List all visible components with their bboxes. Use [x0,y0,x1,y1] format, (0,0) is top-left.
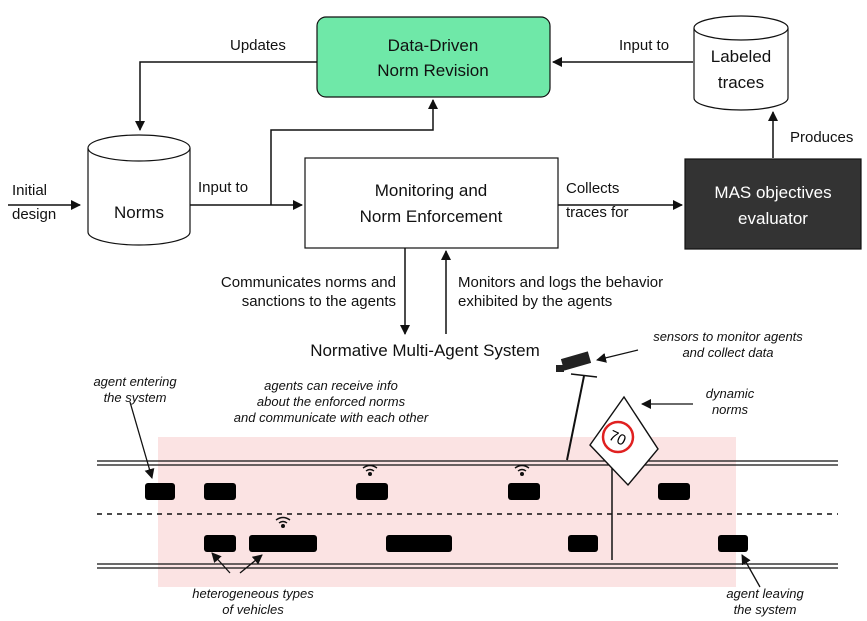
labeled-traces-line2: traces [718,73,764,92]
communicates-line2: sanctions to the agents [242,293,396,310]
vehicle [718,535,748,552]
input-to-left-label: Input to [198,179,248,196]
vehicle [145,483,175,500]
agents-info-line3: and communicate with each other [234,410,429,425]
vehicle [249,535,317,552]
agent-leaving-line1: agent leaving [726,586,804,601]
monitoring-box: Monitoring and Norm Enforcement [304,157,559,249]
monitors-line2: exhibited by the agents [458,293,612,310]
vehicle [356,483,388,500]
agents-info-line2: about the enforced norms [257,394,406,409]
collects-line1: Collects [566,180,619,197]
initial-design-line2: design [12,206,56,223]
camera-icon [556,351,592,372]
agent-entering-line1: agent entering [93,374,177,389]
evaluator-line2: evaluator [738,209,808,228]
vehicle [568,535,598,552]
communicates-line1: Communicates norms and [221,274,396,291]
collects-line2: traces for [566,204,629,221]
wifi-icon [362,464,378,477]
monitoring-line2: Norm Enforcement [360,207,503,226]
vehicle [658,483,690,500]
evaluator-box: MAS objectives evaluator [684,158,862,250]
input-to-revision-branch-arrow [270,99,438,205]
agent-entering-line2: the system [104,390,167,405]
initial-design-line1: Initial [12,182,47,199]
camera-pole [566,375,585,461]
labeled-traces-cylinder: Labeled traces [693,15,789,111]
heterogeneous-line1: heterogeneous types [192,586,314,601]
sensors-line1: sensors to monitor agents [653,329,803,344]
agents-info-line1: agents can receive info [264,378,398,393]
vehicle [386,535,452,552]
vehicle [204,535,236,552]
dynamic-norms-line1: dynamic [706,386,755,401]
norm-revision-line2: Norm Revision [377,61,488,80]
evaluator-line1: MAS objectives [714,183,831,202]
updates-arrow [135,61,317,131]
wifi-icon [514,464,530,477]
norms-cylinder: Norms [87,134,191,246]
produces-label: Produces [790,129,853,146]
vehicle [204,483,236,500]
wifi-icon [275,516,291,529]
sign-value: 70 [606,427,628,449]
road-scene: 70 agent entering the system agents can … [93,329,838,617]
labeled-traces-line1: Labeled [711,47,772,66]
dynamic-norms-line2: norms [712,402,749,417]
norms-label: Norms [114,203,164,222]
mas-title: Normative Multi-Agent System [310,341,540,360]
input-to-top-label: Input to [619,37,669,54]
monitoring-line1: Monitoring and [375,181,487,200]
norm-revision-line1: Data-Driven [388,36,479,55]
monitors-line1: Monitors and logs the behavior [458,274,663,291]
vehicle [508,483,540,500]
agent-leaving-line2: the system [734,602,797,617]
norm-revision-box: Data-Driven Norm Revision [316,16,551,98]
dynamic-norm-sign: 70 [589,395,659,487]
updates-label: Updates [230,37,286,54]
heterogeneous-line2: of vehicles [222,602,284,617]
sensors-line2: and collect data [682,345,773,360]
